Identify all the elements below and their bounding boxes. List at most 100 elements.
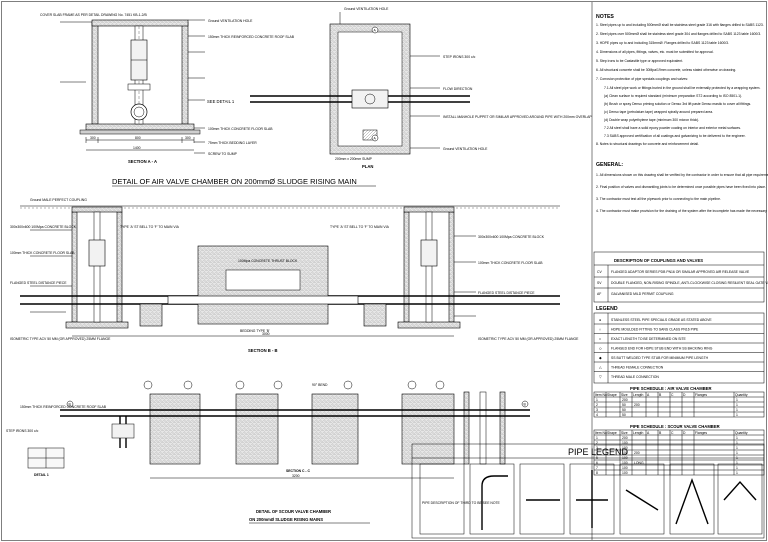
label-sump: SCREW TO SUMP xyxy=(208,152,238,156)
schedule-scour-title: PIPE SCHEDULE : SCOUR VALVE CHAMBER xyxy=(630,424,720,429)
label-plinth-right: 100mm THICK CONCRETE FLOOR SLAB xyxy=(478,261,543,265)
couplings-title: DESCRIPTION OF COUPLINGS AND VALVES xyxy=(614,258,703,263)
legend-description: THREAD MALE CONNECTION xyxy=(611,375,659,379)
pipe-legend-caption: PIPE DESCRIPTION OF THIRD TO BE SEE NOTE xyxy=(422,501,501,505)
general-note-item: 1. All dimensions shown on this drawing … xyxy=(596,173,768,177)
note-sub-item: 7.3 SABS approved certification of all c… xyxy=(604,134,746,138)
label-bend: 90° BEND xyxy=(312,383,328,387)
label-isometric-right: ISOMETRIC TYPE ACV 50 MM (OR APPROVED) 2… xyxy=(478,337,579,341)
legend-symbol: ○ xyxy=(599,328,601,332)
schedule-header: D xyxy=(683,431,686,435)
schedule-header: Quantity xyxy=(735,431,748,435)
note-sub-item: (d) Double wrap polyethylene tape (minim… xyxy=(604,118,699,122)
schedule-cell: 1 xyxy=(736,461,738,465)
schedule-cell: 100 xyxy=(622,451,628,455)
schedule-cell: 4 xyxy=(596,413,598,417)
schedule-cell: 1 xyxy=(736,451,738,455)
label-cover-slab: COVER SLAB FRAME AS PER DETAIL DRAWING N… xyxy=(40,13,147,17)
schedule-cell: 1 xyxy=(736,441,738,445)
note-sub-item: 7.2 All steel shall have a solid epoxy p… xyxy=(604,126,741,130)
dim-bb-total: 3000 xyxy=(262,332,270,336)
legend-symbol: □ xyxy=(599,337,601,341)
schedule-header: Flanges xyxy=(695,431,707,435)
label-type-mh-left: TYPE 'A' ST BELL TO 'F' TO MAIN VIA xyxy=(120,225,180,229)
schedule-header: B xyxy=(659,393,662,397)
schedule-cell: LONG xyxy=(634,461,644,465)
coupling-description: DOUBLE FLANGED, NON-RISING SPINDLE, ANTI… xyxy=(611,281,768,285)
schedule-header: Item No xyxy=(595,393,607,397)
schedule-cell: 100 xyxy=(622,466,628,470)
schedule-header: A xyxy=(647,393,650,397)
detail1-title: DETAIL 1 xyxy=(34,473,49,477)
note-item: 1. Steel pipes up to and including 500mm… xyxy=(596,23,764,27)
legend-symbol: ◆ xyxy=(599,356,602,360)
schedule-header: A xyxy=(647,431,650,435)
schedule-cell: 200 xyxy=(622,398,628,402)
label-bedding: BEDDING TYPE 'B' xyxy=(240,329,270,333)
schedule-cell: 1 xyxy=(736,413,738,417)
coupling-mark: SV xyxy=(597,281,602,285)
section-cc: B B 150mm THICK REINFORCED CONCRETE ROOF… xyxy=(6,380,530,479)
label-plan-vent: Ground VENTILATION HOLE xyxy=(344,7,389,11)
schedule-header: C xyxy=(671,393,674,397)
legend-table: LEGEND ●STAINLESS STEEL PIPE SPECIALS GR… xyxy=(593,306,765,384)
note-sub-item: 7.1 All steel pipe work or fittings buri… xyxy=(604,86,760,90)
schedule-header: Size xyxy=(621,393,628,397)
schedule-cell: 7 xyxy=(596,466,598,470)
note-sub-item: (c) Denso tape (petrolatum tape) wrapped… xyxy=(604,110,713,114)
schedule-cell: 200 xyxy=(634,451,640,455)
label-flanged-steel-right: FLANGED STEEL DISTANCE PIECE xyxy=(478,291,535,295)
svg-text:A: A xyxy=(374,137,377,141)
note-item: 3. HDPE pipes up to and including 315mmØ… xyxy=(596,41,729,45)
title-scour-line2: ON 200mmØ SLUDGE RISING MAINS xyxy=(249,517,323,522)
legend-symbol: ◇ xyxy=(599,347,602,351)
label-isometric-left: ISOMETRIC TYPE ACV 50 MM (OR APPROVED) 2… xyxy=(10,337,111,341)
schedule-header: Length xyxy=(633,393,643,397)
schedule-cell: 2 xyxy=(596,403,598,407)
plan-title: PLAN xyxy=(362,164,373,169)
label-flow-direction: FLOW DIRECTION xyxy=(443,87,473,91)
schedule-header: D xyxy=(683,393,686,397)
general-note-item: 3. The contractor must test all the pipe… xyxy=(596,197,721,201)
schedule-cell: 1 xyxy=(736,466,738,470)
label-step-irons-detail: STEP IRONS 300 c/c xyxy=(6,429,39,433)
dim-aa-right: 300 xyxy=(185,136,191,140)
label-step-irons: STEP IRONS 300 c/c xyxy=(443,55,476,59)
dim-aa-left: 300 xyxy=(90,136,96,140)
pipe-legend: PIPE LEGEND PIPE DESCRIPTION OF THIRD TO… xyxy=(411,443,765,539)
general-note-item: 4. The contractor must make provision fo… xyxy=(596,209,768,213)
note-item: 5. Step irons to be Castastile type or a… xyxy=(596,59,683,63)
schedule-air-title: PIPE SCHEDULE : AIR VALVE CHAMBER xyxy=(630,386,712,391)
schedule-header: B xyxy=(659,431,662,435)
schedule-header: Flanges xyxy=(695,393,707,397)
label-drainage: 100mm THICK CONCRETE FLOOR SLAB xyxy=(208,127,273,131)
note-item: 7. Corrosion protection of pipe specials… xyxy=(596,77,688,81)
schedule-cell: 100 xyxy=(622,441,628,445)
coupling-description: GALVANISED MILD PERMIT COUPLING xyxy=(611,292,674,296)
schedule-cell: 50 xyxy=(622,403,626,407)
schedule-cell: 2 xyxy=(596,441,598,445)
section-aa: 300 800 300 1400 COVER SLAB FRAME AS PER… xyxy=(40,13,295,164)
plan-view: A A STEP IRONS 300 c/c FLOW DIRECTION IN… xyxy=(250,7,592,169)
label-vent: Ground VENTILATION HOLE xyxy=(443,147,488,151)
schedule-header: Quantity xyxy=(735,393,748,397)
schedule-cell: 50 xyxy=(622,408,626,412)
label-ground-level: Ground VENTILATION HOLE xyxy=(208,19,253,23)
legend-description: THREAD FEMALE CONNECTION xyxy=(611,366,664,370)
schedule-cell: 1 xyxy=(736,446,738,450)
dim-cc-total: 3200 xyxy=(292,474,300,478)
schedule-header: Size xyxy=(621,431,628,435)
section-bb: 300x300x600 100Mpa CONCRETE BLOCK 100mm … xyxy=(10,198,579,353)
legend-description: HDPE MOULDED FITTING TO SANS CLASS PN16 … xyxy=(611,328,699,332)
legend-description: STAINLESS STEEL PIPE SPECIALS GRADE AS S… xyxy=(611,318,712,322)
notes-panel: NOTES 1. Steel pipes up to and including… xyxy=(596,14,768,213)
schedule-header: Shape xyxy=(607,431,617,435)
schedule-cell: 1 xyxy=(736,436,738,440)
note-item: 8. Notes to structural drawings for conc… xyxy=(596,142,699,146)
pipe-legend-title: PIPE LEGEND xyxy=(568,447,629,457)
label-install-puppet: INSTALL MANHOLE PUPPET OR SIMILAR APPROV… xyxy=(443,115,592,119)
schedule-cell: 1 xyxy=(736,398,738,402)
schedule-cell: 3 xyxy=(596,408,598,412)
